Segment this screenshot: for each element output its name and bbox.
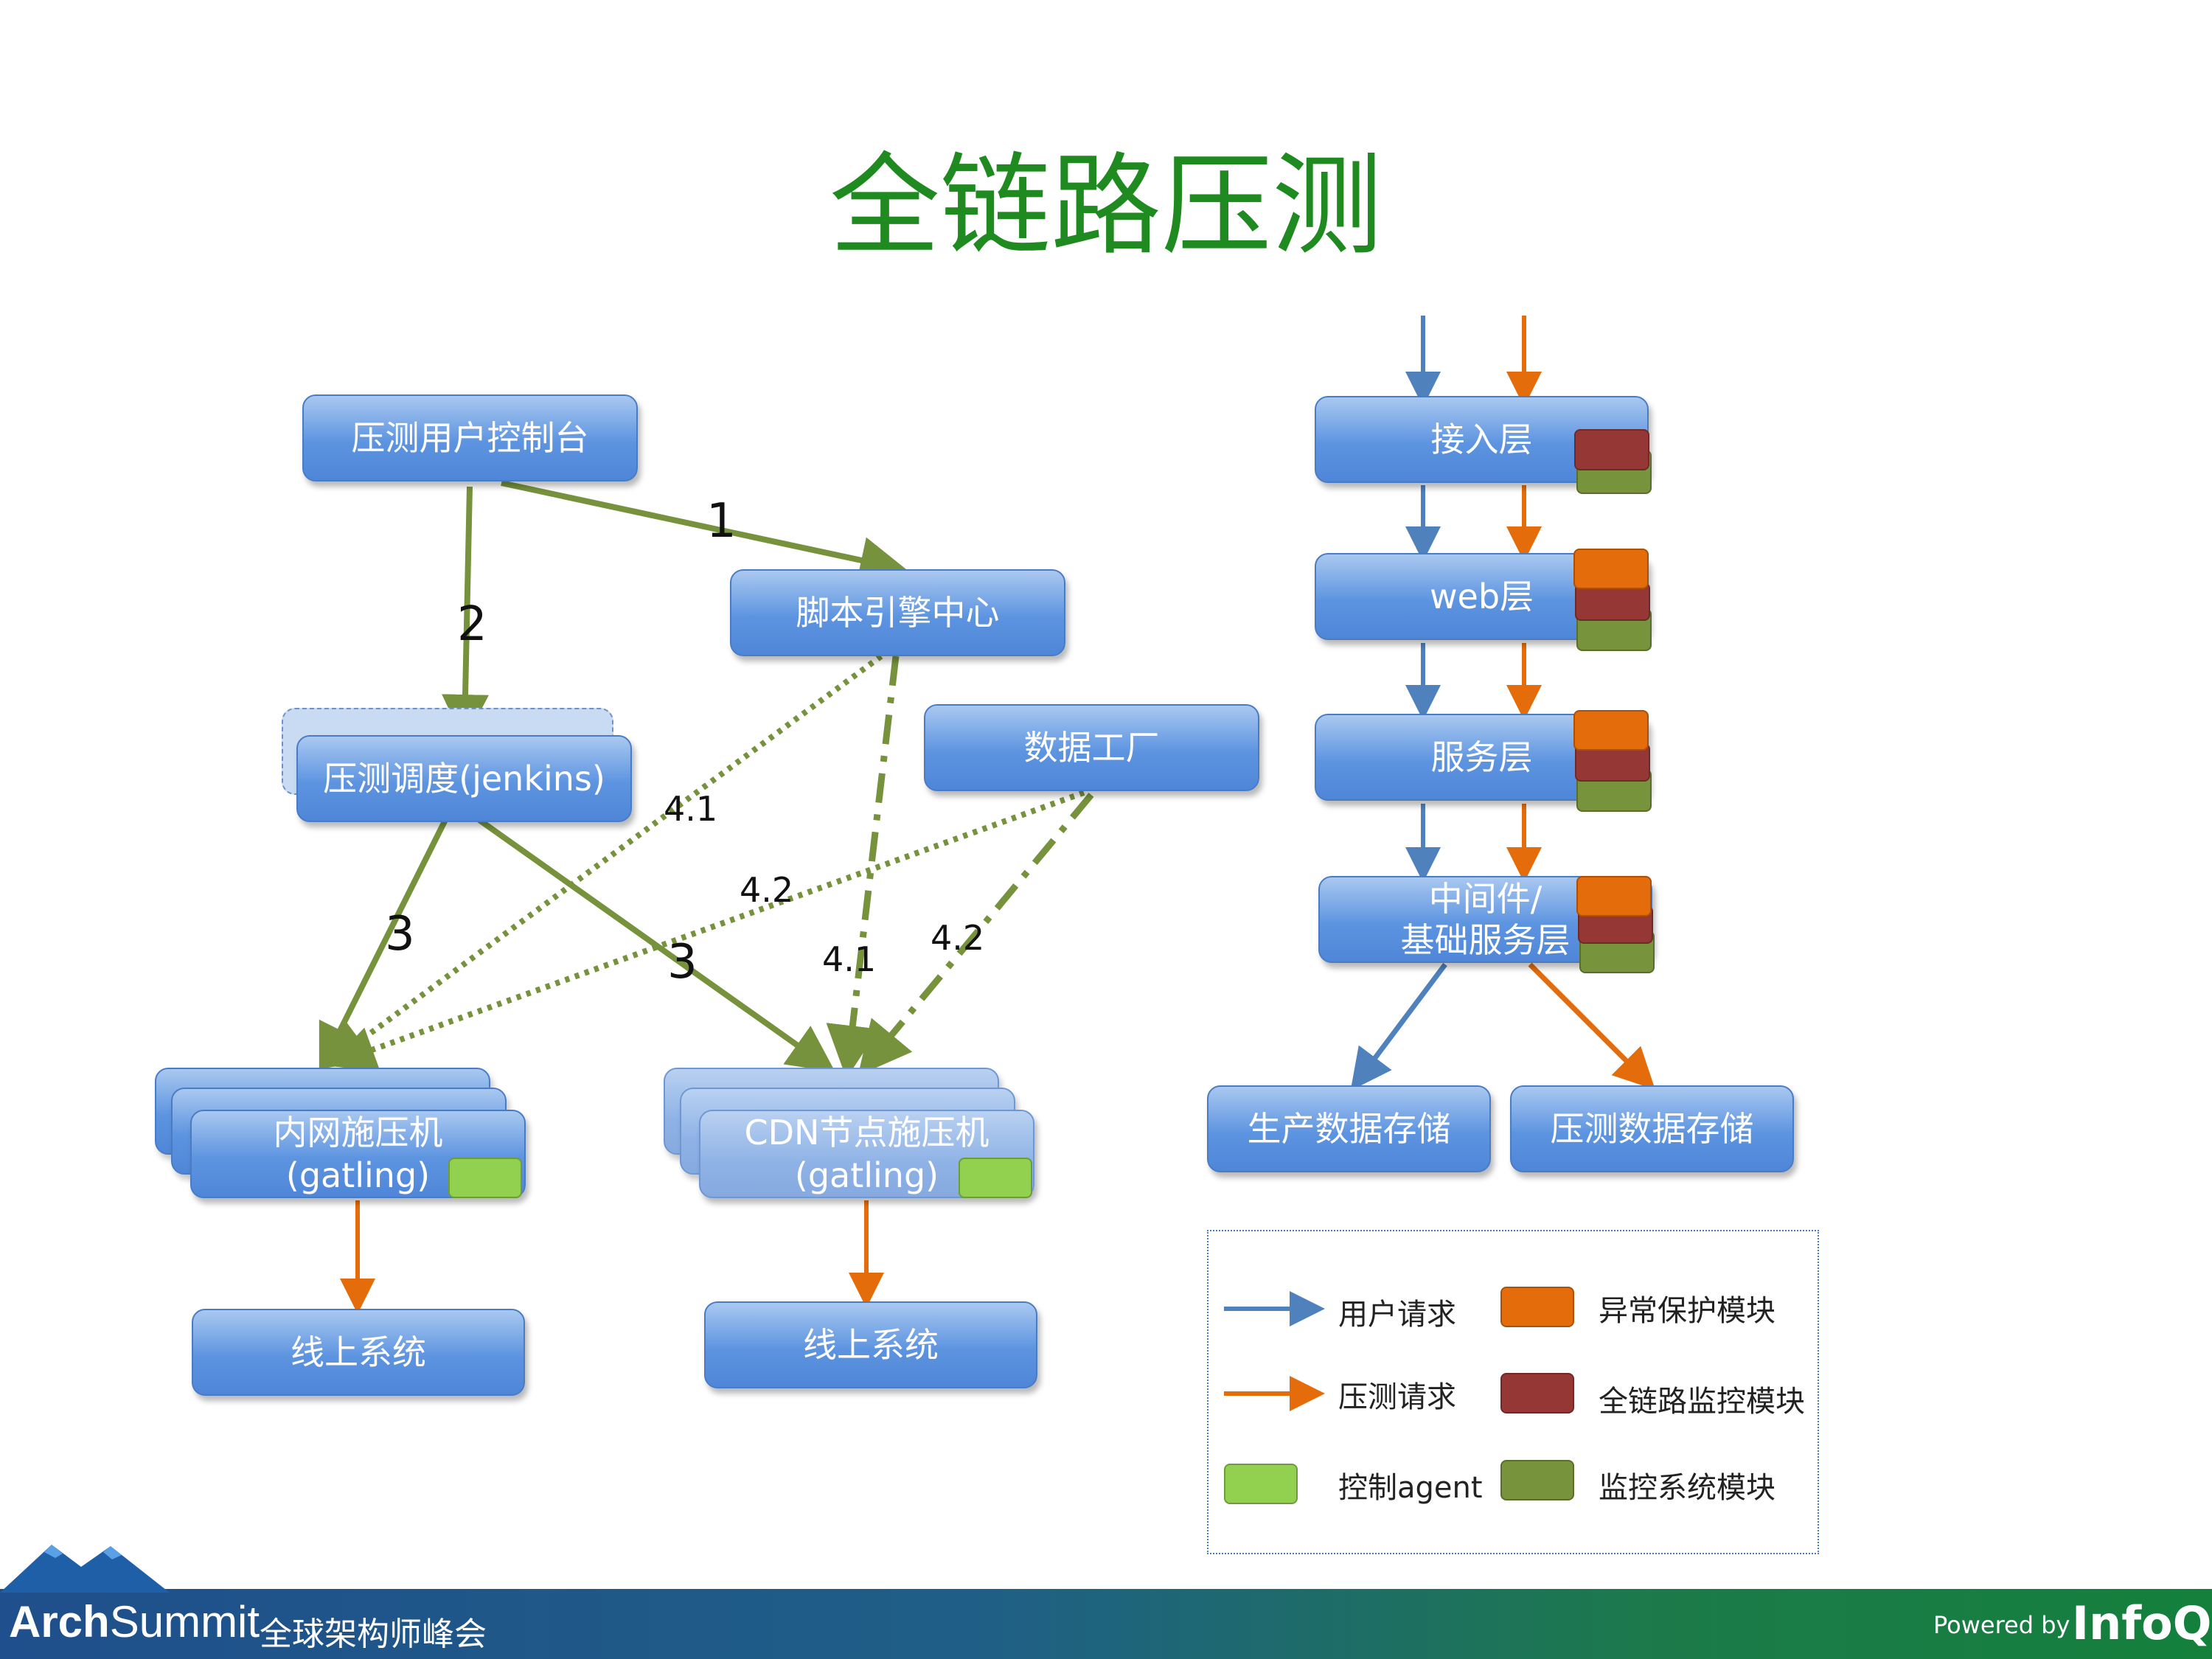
arrow-3-left: [319, 817, 449, 1073]
access-monitor-chip: [1574, 429, 1649, 470]
console-box: 压测用户控制台: [302, 394, 638, 481]
arrow-2: [442, 486, 490, 742]
test-storage-label: 压测数据存储: [1550, 1109, 1754, 1149]
label-41-a: 4.1: [664, 789, 718, 829]
archsummit-mountain-icon: [0, 1545, 170, 1593]
script-engine-label: 脚本引擎中心: [796, 593, 1000, 633]
online-system-1-label: 线上系统: [291, 1332, 426, 1372]
access-layer-label: 接入层: [1430, 420, 1533, 459]
web-layer-label: web层: [1429, 577, 1534, 616]
arrow-1: [501, 480, 908, 584]
legend-user-request: 用户请求: [1338, 1298, 1456, 1332]
label-42-a: 4.2: [740, 870, 794, 910]
user-arrow-prod: [1350, 962, 1447, 1091]
arrow-41-dotted: [322, 653, 883, 1069]
web-exception-chip: [1573, 549, 1649, 589]
service-layer-label: 服务层: [1430, 737, 1533, 777]
legend-monitor-system: 监控系统模块: [1599, 1471, 1775, 1505]
online-system-2: 线上系统: [704, 1301, 1037, 1388]
label-1: 1: [706, 494, 737, 549]
arrow-41-dashdot: [826, 655, 900, 1079]
label-42-b: 4.2: [931, 918, 985, 958]
script-engine-box: 脚本引擎中心: [730, 569, 1065, 656]
legend-agent-chip: [1224, 1464, 1298, 1504]
label-3-left: 3: [385, 907, 415, 961]
middleware-exception-chip: [1576, 876, 1652, 917]
test-arrow-test: [1528, 962, 1655, 1090]
intranet-load-label: 内网施压机: [273, 1113, 443, 1152]
prod-storage-label: 生产数据存储: [1247, 1109, 1451, 1149]
test-storage-box: 压测数据存储: [1510, 1085, 1794, 1172]
intranet-load-sub: (gatling): [285, 1155, 431, 1195]
label-41-b: 4.1: [822, 939, 877, 979]
console-label: 压测用户控制台: [351, 418, 589, 458]
data-factory-box: 数据工厂: [924, 704, 1259, 791]
service-exception-chip: [1573, 710, 1649, 751]
online-system-1: 线上系统: [192, 1309, 525, 1396]
intranet-agent-chip: [448, 1158, 522, 1198]
data-factory-label: 数据工厂: [1023, 728, 1160, 768]
logo-bold: Arch: [9, 1597, 110, 1646]
footer-bar: [0, 1589, 2212, 1659]
legend: [1207, 1230, 1819, 1554]
cdn-load-label: CDN节点施压机: [744, 1113, 990, 1152]
legend-monitor-module: 全链路监控模块: [1599, 1385, 1805, 1419]
legend-monitor-chip: [1500, 1373, 1574, 1413]
online-system-2-label: 线上系统: [803, 1325, 939, 1365]
middleware-label-2: 基础服务层: [1400, 920, 1571, 960]
legend-exception-chip: [1500, 1287, 1574, 1327]
arrow-3-right: [470, 812, 836, 1073]
arrow-42-dotted: [327, 790, 1085, 1072]
legend-control-agent: 控制agent: [1338, 1471, 1483, 1505]
logo-rest: Summit: [109, 1597, 260, 1646]
middleware-label-1: 中间件/: [1428, 879, 1543, 919]
legend-monitor-system-chip: [1500, 1460, 1574, 1500]
legend-exception-module: 异常保护模块: [1599, 1294, 1775, 1328]
prod-storage-box: 生产数据存储: [1207, 1085, 1491, 1172]
powered-by: Powered by: [1933, 1611, 2070, 1639]
infoq-logo: InfoQ: [2072, 1596, 2212, 1650]
cdn-load-sub: (gatling): [794, 1155, 939, 1195]
label-3-right: 3: [667, 935, 698, 990]
cdn-agent-chip: [959, 1158, 1032, 1198]
archsummit-subtitle: 全球架构师峰会: [260, 1615, 487, 1653]
page-title: 全链路压测: [829, 142, 1382, 271]
archsummit-logo: ArchSummit: [9, 1596, 260, 1647]
scheduler-label: 压测调度(jenkins): [323, 759, 605, 799]
scheduler-box: 压测调度(jenkins): [296, 735, 632, 822]
label-2: 2: [457, 597, 487, 652]
legend-test-request: 压测请求: [1338, 1380, 1456, 1414]
